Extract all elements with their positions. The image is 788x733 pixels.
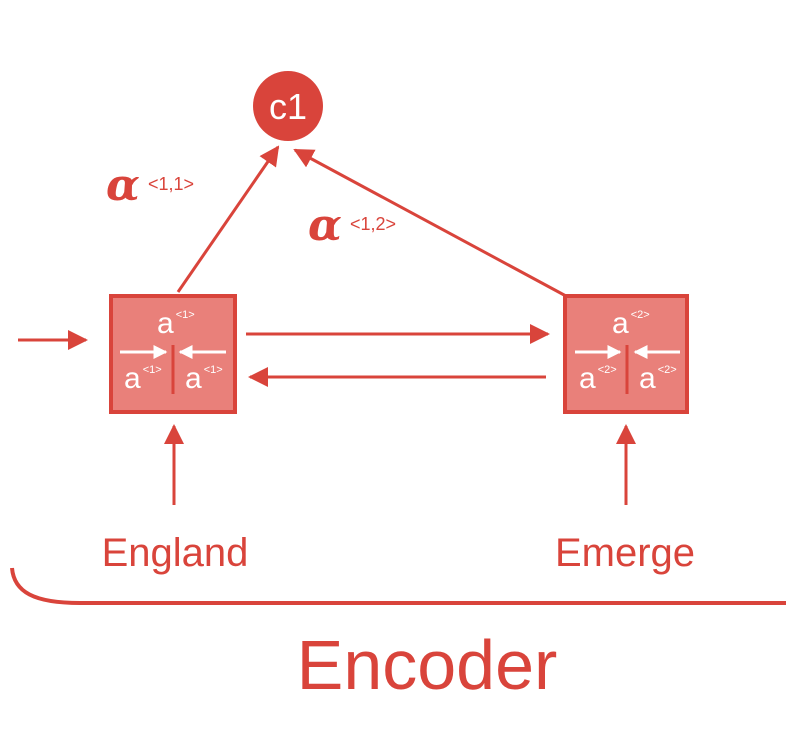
cell-1-left-activation: a<1> — [124, 362, 162, 395]
cell-1-top-activation: a<1> — [157, 307, 195, 340]
attention-arrow-2 — [293, 148, 567, 298]
cell-2-left-activation: a<2> — [579, 362, 617, 395]
cell-1-right-activation: a<1> — [185, 362, 223, 395]
attention-arrow-1 — [176, 145, 280, 293]
encoder-label: Encoder — [297, 626, 558, 704]
attention-weight-1-index: <1,1> — [148, 174, 194, 194]
attention-weight-2-index: <1,2> — [350, 214, 396, 234]
input-word-2: Emerge — [555, 531, 695, 575]
encoder-brace — [10, 567, 786, 605]
cell-2-top-activation: a<2> — [612, 307, 650, 340]
attention-weight-1: α <1,1> — [106, 160, 194, 211]
attention-weight-2-symbol: α — [308, 200, 342, 251]
cell-2-right-activation: a<2> — [639, 362, 677, 395]
context-node-label: c1 — [269, 86, 307, 127]
context-node: c1 — [253, 71, 323, 141]
input-word-1: England — [102, 531, 249, 575]
attention-weight-2: α <1,2> — [308, 200, 396, 251]
encoder-cell-1: a<1> a<1> a<1> — [109, 294, 237, 414]
encoder-cell-2: a<2> a<2> a<2> — [563, 294, 689, 414]
context-node-circle — [253, 71, 323, 141]
attention-weight-1-symbol: α — [106, 160, 140, 211]
